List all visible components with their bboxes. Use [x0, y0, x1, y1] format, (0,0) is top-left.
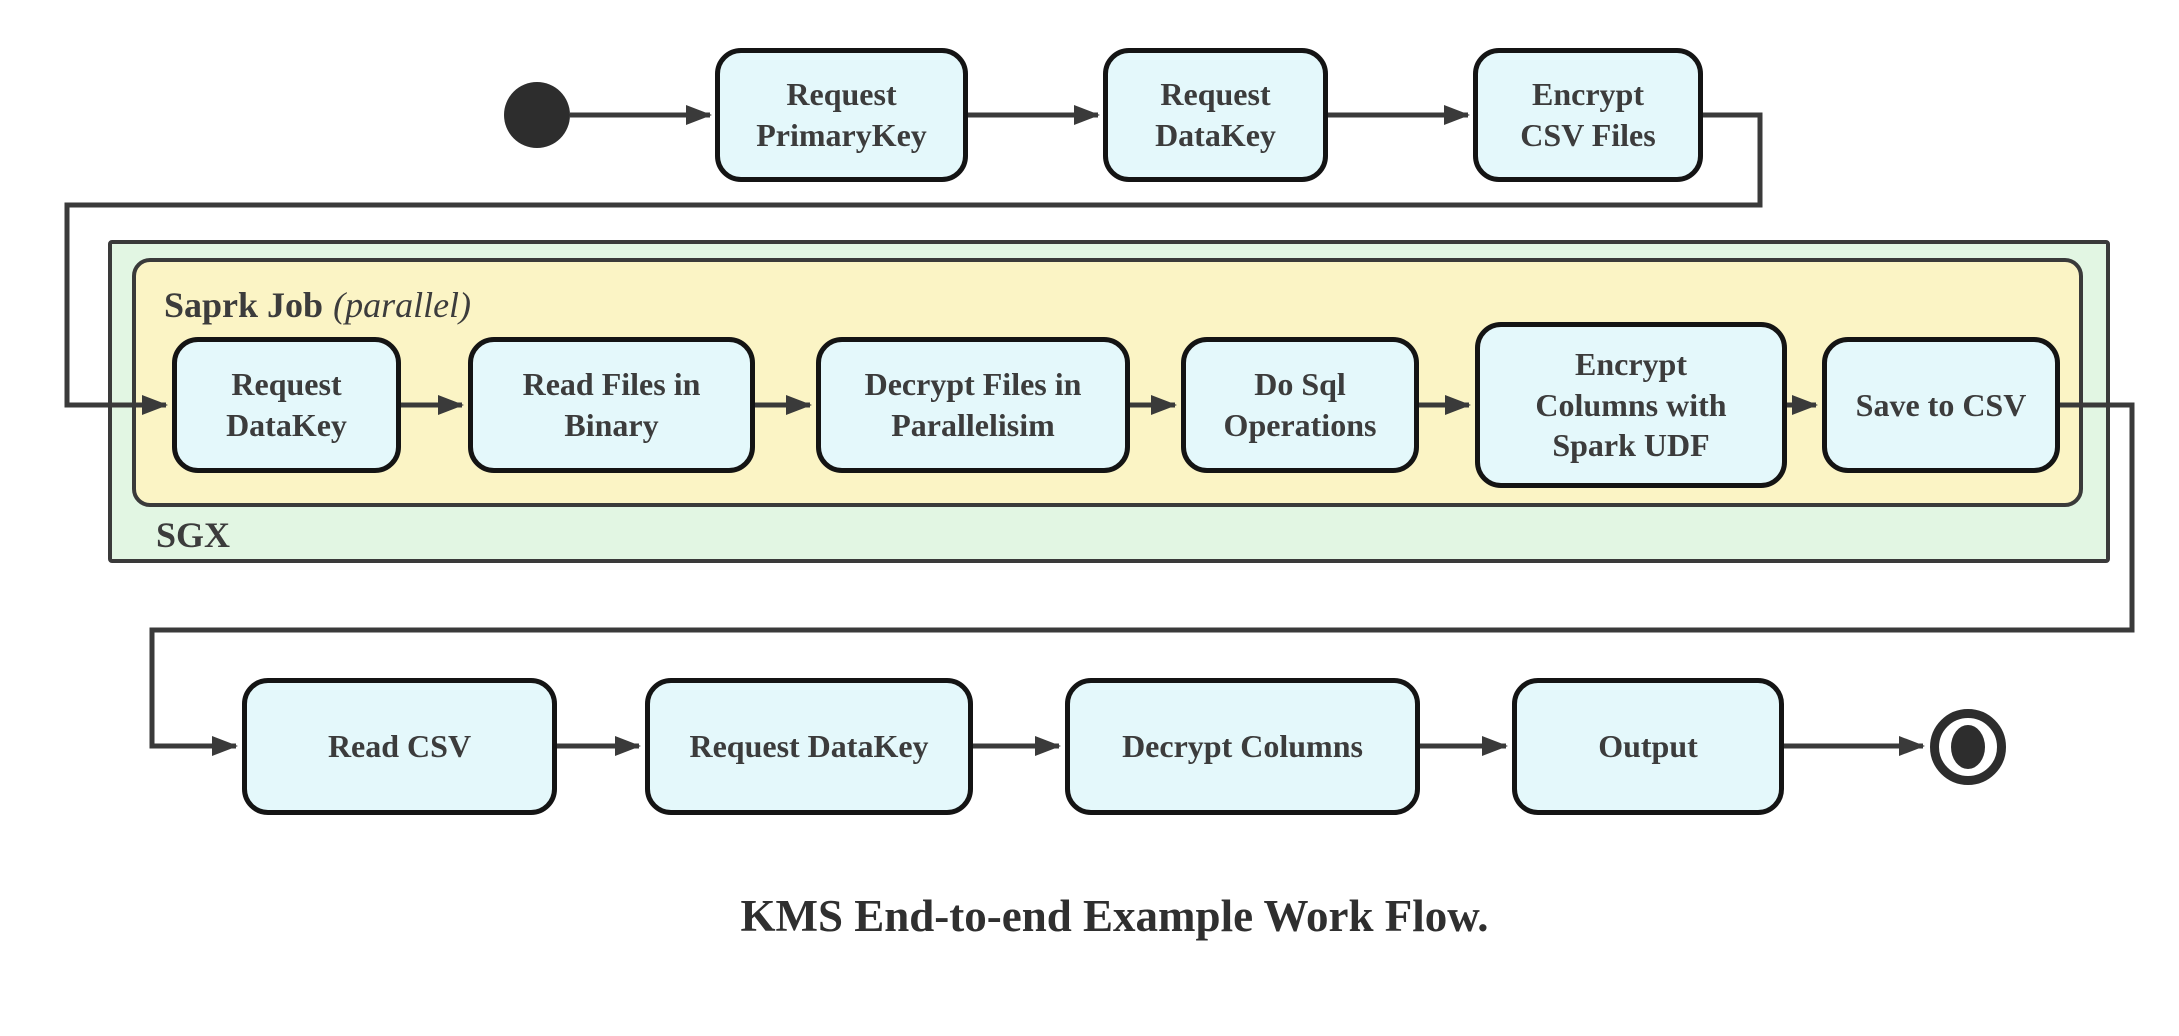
spark-job-container-label: Saprk Job(parallel): [164, 284, 471, 326]
node-request-datakey-top: Request DataKey: [1103, 48, 1328, 182]
node-save-to-csv: Save to CSV: [1822, 337, 2060, 473]
node-decrypt-columns: Decrypt Columns: [1065, 678, 1420, 815]
node-encrypt-columns-with-spark-udf: Encrypt Columns with Spark UDF: [1475, 322, 1787, 488]
end-node: [1930, 709, 2006, 785]
node-request-datakey-bottom: Request DataKey: [645, 678, 973, 815]
edge-encrypt-csv-to-sgx-request-datakey: [64, 112, 1763, 415]
node-decrypt-files-in-parallelisim: Decrypt Files in Parallelisim: [816, 337, 1130, 473]
spark-job-qualifier: (parallel): [333, 285, 472, 325]
node-do-sql-operations: Do Sql Operations: [1181, 337, 1419, 473]
node-request-primarykey: Request PrimaryKey: [715, 48, 968, 182]
node-read-csv: Read CSV: [242, 678, 557, 815]
edge-save-csv-to-read-csv: [149, 402, 2135, 756]
start-node: [504, 82, 570, 148]
diagram-caption: KMS End-to-end Example Work Flow.: [740, 891, 1489, 941]
node-request-datakey-sgx: Request DataKey: [172, 337, 401, 473]
spark-job-title: Saprk Job: [164, 285, 324, 325]
node-encrypt-csv-files: Encrypt CSV Files: [1473, 48, 1703, 182]
node-output: Output: [1512, 678, 1784, 815]
end-node-inner-dot: [1951, 725, 1985, 769]
sgx-container-label: SGX: [156, 515, 231, 555]
node-read-files-in-binary: Read Files in Binary: [468, 337, 755, 473]
